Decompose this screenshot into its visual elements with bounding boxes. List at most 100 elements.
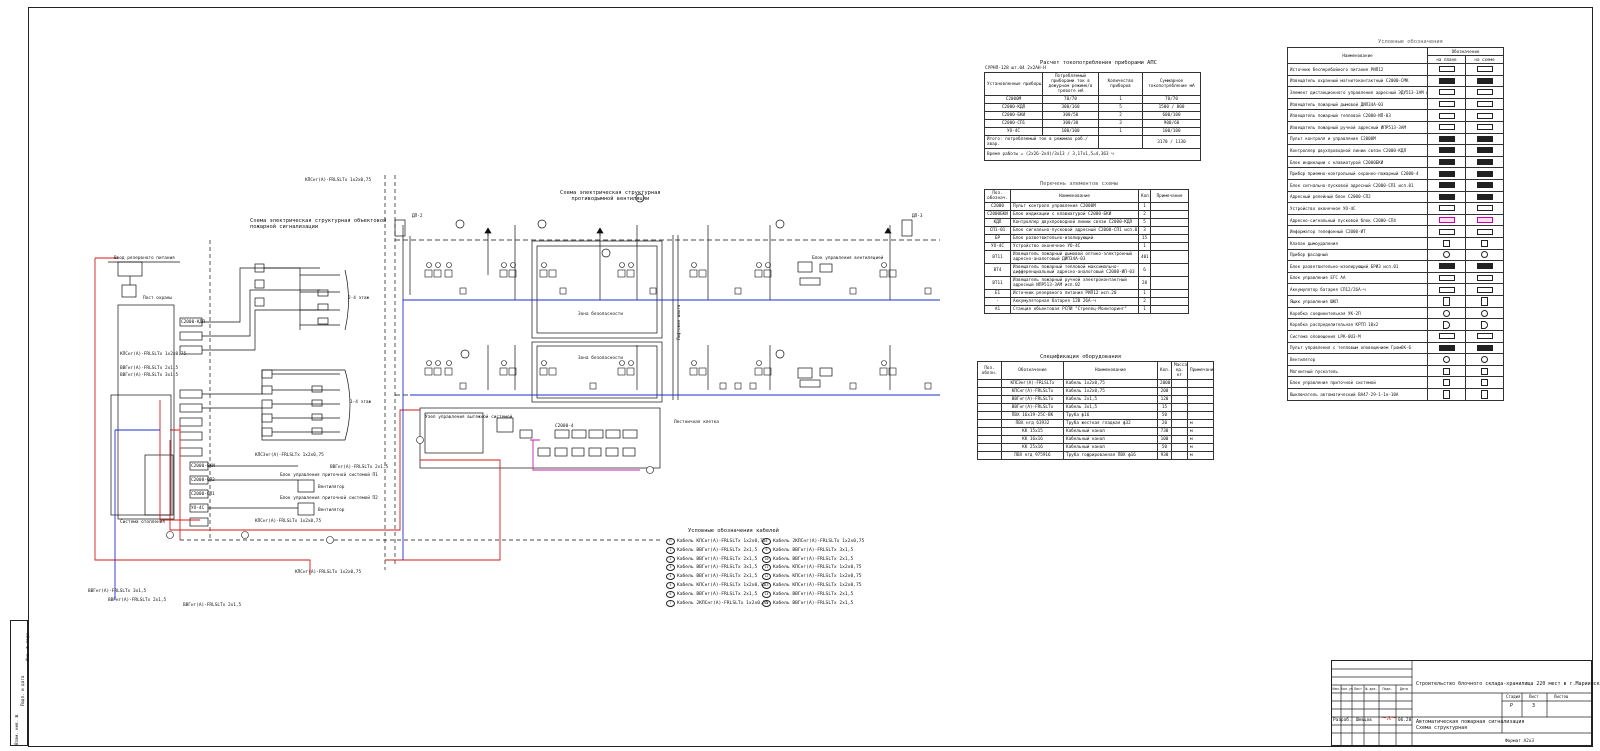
- sp-h5: Примечание: [1187, 361, 1214, 380]
- sp-cell: [1171, 379, 1188, 388]
- power-label: Ввод резервного питания: [114, 256, 175, 261]
- legend-row: Клапан дымоудаления: [1287, 236, 1505, 250]
- sp-cell: [977, 427, 1002, 436]
- el-cell: [1150, 234, 1189, 243]
- device-symbol-icon: [1476, 101, 1493, 108]
- legend-scheme-symbol: [1464, 353, 1505, 366]
- legend-plan-symbol: [1427, 271, 1466, 285]
- cable-label-1: КПСнг(А)-FRLSLTx 1x2x0,75: [120, 352, 187, 357]
- calc-cell: 1: [1098, 95, 1143, 104]
- legend-plan-symbol: [1427, 330, 1466, 343]
- legend-plan-symbol: [1427, 144, 1466, 157]
- el-cell: BT11: [984, 276, 1011, 290]
- legend-row-name: Блок управления ЕГС АА: [1287, 271, 1428, 285]
- center-title-line2: противодымной вентиляции: [571, 196, 650, 202]
- cable-legend-text: Кабель КПСнг(А)-FRLSLTx 1x2x0,75: [773, 565, 862, 571]
- sp-cell: [977, 411, 1002, 420]
- stamp-project: Строительство блочного склада-хранилища …: [1416, 681, 1600, 687]
- el-cell: [1150, 226, 1189, 235]
- legend-row: Выключатель автоматический ВА47-29-1-1н-…: [1287, 388, 1505, 402]
- el-cell: С2000БКИ: [984, 210, 1011, 219]
- sp-cell: [1187, 411, 1214, 420]
- cable-label-4: КПСЭнг(А)-FRLSLTx 1x2x0,75: [255, 453, 324, 458]
- legend-plan-symbol: [1427, 260, 1466, 273]
- calc-cell: 100/100: [1042, 127, 1099, 136]
- legend-row-name: Контроллер двухпроводной линии связи С20…: [1287, 144, 1428, 157]
- legend-row: Информатор телефонный С2000-ИТ: [1287, 225, 1505, 238]
- legend-plan-symbol: [1427, 74, 1466, 88]
- calc-cell: 100/100: [1142, 127, 1201, 136]
- sp-h4: Масса ед. кг: [1171, 361, 1188, 380]
- device-symbol-icon: [1438, 135, 1455, 142]
- stamp-col-3: № док.: [1365, 687, 1378, 691]
- center-diagram-title: Схема электрическая структурная противод…: [560, 190, 661, 202]
- stamp-sheet: 3: [1532, 703, 1536, 709]
- sp-cell: м: [1187, 435, 1214, 444]
- device-symbol-icon: [1443, 239, 1450, 247]
- device-symbol-icon: [1476, 147, 1493, 154]
- device-symbol-icon: [1438, 101, 1455, 108]
- stairwell-label: Лестничная клетка: [674, 420, 719, 425]
- cable-legend-text: Кабель КПСнг(А)-FRLSLTx 1x2x0,75: [677, 583, 766, 588]
- cable-number-icon: 12: [762, 573, 771, 581]
- sp-cell: [1187, 403, 1214, 412]
- sp-cell: ПВХ нгд 63932: [1001, 419, 1064, 428]
- el-cell: Пульт контроля управления С2000М: [1010, 202, 1139, 211]
- device-symbol-icon: [1476, 124, 1493, 131]
- elements-table-title: Перечень элементов схемы: [1040, 181, 1118, 187]
- sp-cell: КПСЭнг(А)-FRLSLTx: [1001, 379, 1064, 388]
- device-symbol-icon: [1438, 182, 1455, 189]
- stamp-developed-label: Разраб.: [1333, 718, 1352, 723]
- calc-cell: 300/50: [1042, 111, 1099, 120]
- el-cell: Источник резервного питания РИП12 исп.20: [1010, 289, 1139, 298]
- el-cell: Е1: [984, 289, 1011, 298]
- el-cell: Контроллер двухпроводной линии связи С20…: [1010, 218, 1139, 227]
- cable-legend-text: Кабель ВВГнг(А)-FRLSLTx 2x1,5: [773, 591, 854, 597]
- device-symbol-icon: [1476, 217, 1493, 224]
- cable-number-icon: 15: [762, 599, 771, 607]
- legend-plan-symbol: [1427, 376, 1466, 390]
- cable-label-8: ВВГнг(А)-FRLSLTx 3x1,5: [88, 589, 147, 594]
- sp-cell: КК 25x16: [1001, 443, 1064, 452]
- legend-row-name: Коробка соединительная УК-2П: [1287, 306, 1428, 320]
- el-cell: А1: [984, 305, 1011, 314]
- stamp-col-5: Дата: [1400, 687, 1408, 691]
- el-cell: Извещатель пожарный ручной электроконтак…: [1010, 276, 1139, 290]
- legend-plan-symbol: [1427, 190, 1466, 204]
- cable-number-icon: 1: [666, 546, 675, 554]
- sp-cell: [1187, 395, 1214, 404]
- center-title-line1: Схема электрическая структурная: [560, 190, 661, 196]
- el-cell: С2000: [984, 202, 1011, 211]
- left-title-line1: Схема электрическая структурная объектов…: [250, 218, 387, 224]
- calc-cell: С2000-БКИ: [984, 111, 1043, 120]
- el-cell: 401: [1138, 250, 1151, 264]
- floors-label-2: 1-4 этаж: [350, 400, 372, 405]
- stamp-col-2: Лист: [1354, 687, 1362, 691]
- calc-cell: 2: [1098, 111, 1143, 120]
- side-label-2: Подп. и дата: [20, 675, 25, 706]
- legend-row: Элемент дистанционного управления адресн…: [1287, 86, 1505, 99]
- legend-scheme-symbol: [1464, 294, 1505, 308]
- el-cell: 1: [1138, 305, 1151, 314]
- legend-scheme-symbol: [1464, 260, 1505, 273]
- device-symbol-icon: [1476, 182, 1493, 189]
- legend-row-name: Блок управления приточной системой: [1287, 376, 1428, 390]
- device-symbol-icon: [1443, 356, 1450, 364]
- legend-scheme-symbol: [1464, 63, 1505, 76]
- sp-cell: 930: [1157, 451, 1172, 460]
- device-symbol-icon: [1438, 333, 1455, 340]
- legend-scheme-symbol: [1464, 236, 1505, 250]
- device-label-bki: С2000-БКИ: [191, 464, 215, 469]
- el-cell: 1: [1138, 202, 1151, 211]
